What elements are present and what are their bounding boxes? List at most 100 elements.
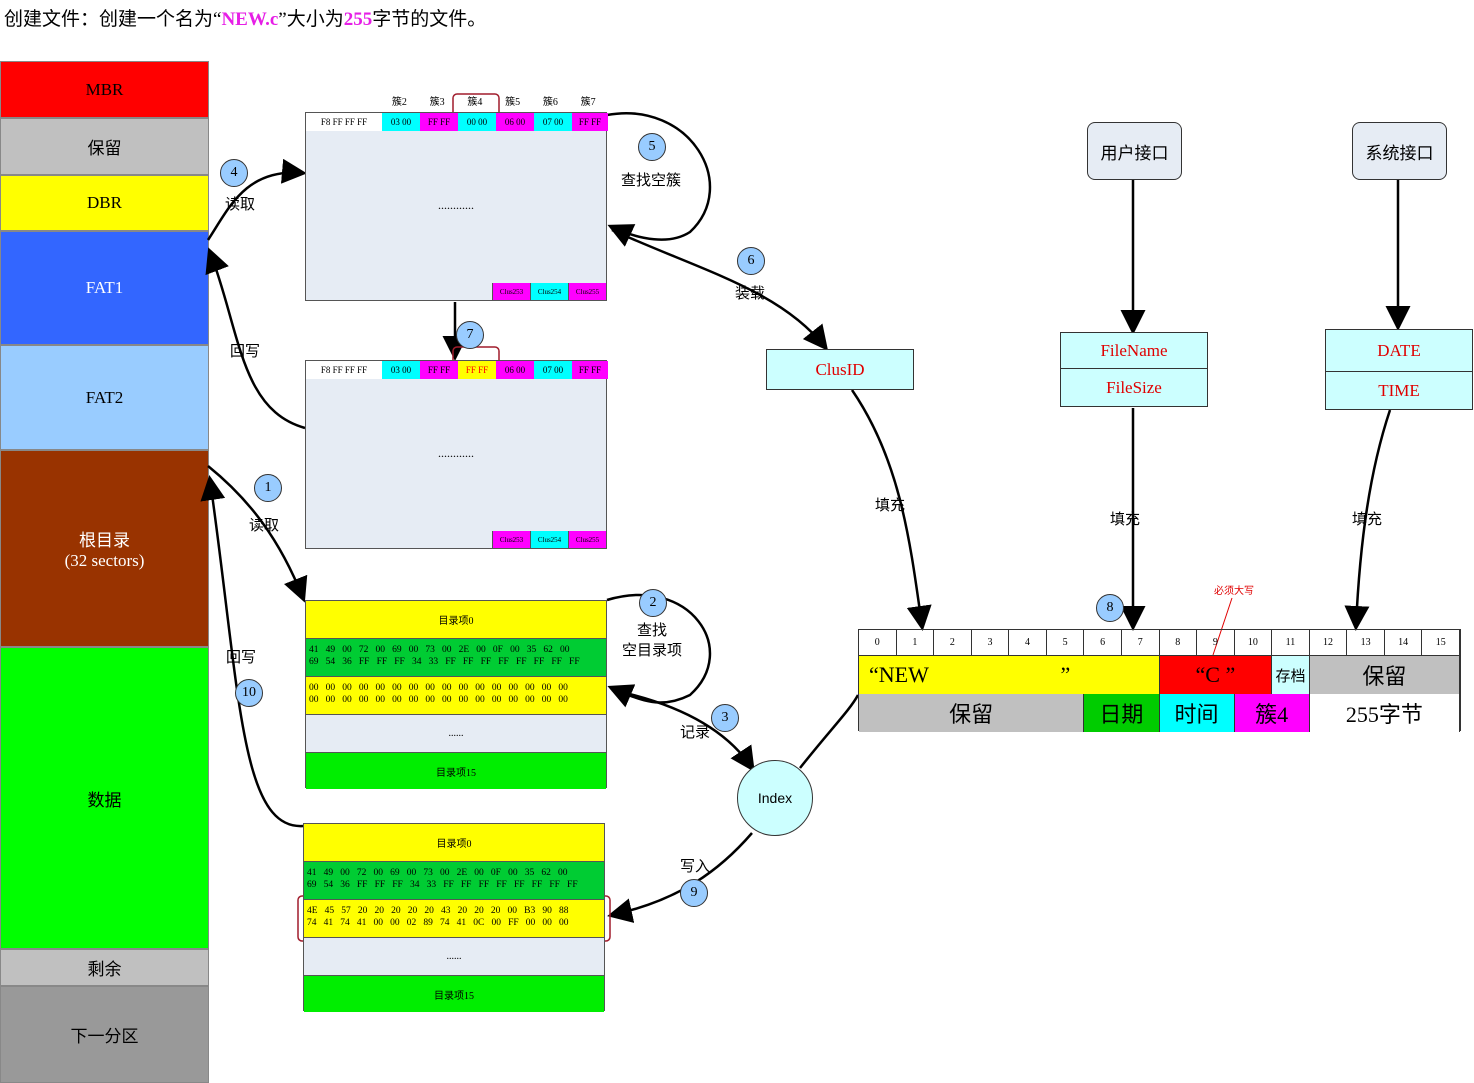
page-title: 创建文件：创建一个名为“NEW.c”大小为255字节的文件。	[4, 4, 486, 31]
partition-mbr: MBR	[0, 61, 209, 118]
entry-offset: 13	[1347, 630, 1385, 656]
step-3-circle: 3	[711, 704, 739, 732]
entry-offset: 10	[1234, 630, 1273, 656]
step-3-label: 记录	[680, 725, 711, 741]
title-middle: ”大小为	[278, 9, 344, 30]
arrow-find-free-cluster	[606, 112, 712, 247]
partition-fat2: FAT2	[0, 345, 209, 450]
step-9-label: 写入	[680, 859, 711, 875]
partition-label: 下一分区	[70, 1027, 139, 1046]
entry-offset: 3	[971, 630, 1010, 656]
pointer-must-upper	[1212, 597, 1233, 656]
must-uppercase-note: 必须大写	[1214, 586, 1254, 597]
dir-top-entry15: 目录项15	[306, 753, 606, 789]
fill-label-time: 填充	[1352, 512, 1383, 528]
entry-row2-field: 簇4	[1234, 694, 1310, 732]
fat-bottom-dots: ............	[438, 446, 474, 460]
index-node: Index	[737, 760, 813, 836]
title-suffix: 字节的文件。	[372, 9, 487, 30]
partition-data: 数据	[0, 647, 209, 949]
fat-top-tail-cell: Clus255	[568, 283, 606, 300]
entry-offset: 8	[1159, 630, 1198, 656]
entry-row1-field: “C ”	[1159, 656, 1273, 694]
system-interface-box: 系统接口	[1352, 122, 1447, 180]
entry-offset: 14	[1384, 630, 1423, 656]
entry-offset: 6	[1084, 630, 1122, 656]
dir-top-hex-empty: 00 00 00 00 00 00 00 00 00 00 00 00 00 0…	[306, 677, 606, 715]
step-2-circle: 2	[639, 589, 667, 617]
partition-sublabel: (32 sectors)	[64, 551, 145, 570]
entry-offset: 1	[896, 630, 935, 656]
cluster-header: 簇4	[467, 97, 483, 108]
filename-box: FileName	[1060, 332, 1208, 369]
partition-label: 根目录	[79, 531, 130, 550]
arrow-record	[611, 688, 755, 773]
entry-offset: 2	[934, 630, 972, 656]
partition-label: DBR	[87, 193, 122, 212]
partition-label: MBR	[85, 79, 124, 99]
partition-label: 剩余	[87, 960, 122, 979]
cluster-header: 簇5	[505, 97, 521, 108]
fat-top-tail-cell: Clus253	[492, 283, 530, 300]
fat-bottom-cell: 07 00	[534, 361, 572, 379]
step-7-circle: 7	[456, 321, 484, 349]
fat-bottom-cell: FF FF	[572, 361, 608, 379]
partition-fat1: FAT1	[0, 231, 209, 345]
fat-bottom-cell: 03 00	[382, 361, 420, 379]
entry-row1-field: 保留	[1309, 656, 1460, 694]
entry-row1-field: 存档	[1272, 656, 1310, 694]
partition-next: 下一分区	[0, 986, 209, 1083]
writeback-fat-label: 回写	[230, 344, 261, 360]
step-5-label: 查找空簇	[621, 173, 682, 189]
title-filename: NEW.c	[221, 9, 279, 30]
fill-label-clusid: 填充	[875, 498, 906, 514]
entry-offset: 4	[1009, 630, 1047, 656]
filesize-box: FileSize	[1060, 369, 1208, 407]
cluster-header: 簇2	[391, 97, 407, 108]
dir-top-entry0: 目录项0	[306, 601, 606, 639]
partition-label: FAT2	[85, 387, 124, 407]
fat-top-cell: 07 00	[534, 113, 572, 131]
user-interface-box: 用户接口	[1087, 122, 1182, 180]
fat-top-cell: F8 FF FF FF	[306, 113, 382, 131]
entry-offset: 9	[1197, 630, 1235, 656]
fat-top-cell: FF FF	[572, 113, 608, 131]
writeback-dir-label: 回写	[226, 650, 257, 666]
dir-bottom-entry15: 目录项15	[304, 976, 604, 1012]
fat-bottom-cell: 06 00	[496, 361, 534, 379]
entry-offset: 12	[1309, 630, 1348, 656]
entry-row2-field: 255字节	[1309, 694, 1460, 732]
entry-row1-field: “NEW ”	[859, 656, 1160, 694]
partition-remain: 剩余	[0, 949, 209, 986]
cluster-header: 簇7	[580, 97, 596, 108]
entry-offset: 0	[859, 630, 897, 656]
arrow-writeback-dir	[200, 475, 304, 828]
step-4-circle: 4	[220, 159, 248, 187]
arrow-clusid-fill	[850, 389, 932, 631]
dir-table-bottom: 目录项0 41 49 00 72 00 69 00 73 00 2E 00 0F…	[303, 823, 605, 1012]
dir-bottom-entry0: 目录项0	[304, 824, 604, 862]
step-2-label: 查找 空目录项	[622, 623, 683, 659]
dir-top-dots: ......	[306, 715, 606, 753]
fat-bottom-cell: FF FF	[420, 361, 458, 379]
title-prefix: 创建文件：创建一个名为“	[4, 9, 222, 30]
step-10-circle: 10	[235, 679, 263, 707]
arrow-writeback-fat	[205, 247, 306, 430]
fat-top-cell: 06 00	[496, 113, 534, 131]
entry-offset: 15	[1422, 630, 1460, 656]
fat-bottom-tail-cell: Clus255	[568, 531, 606, 548]
line-index-entry	[799, 694, 860, 769]
partition-label: 保留	[87, 139, 122, 158]
entry-offset: 11	[1272, 630, 1310, 656]
clusid-box: ClusID	[766, 349, 914, 390]
fill-label-filesize: 填充	[1110, 512, 1141, 528]
step-4-label: 读取	[225, 197, 256, 213]
